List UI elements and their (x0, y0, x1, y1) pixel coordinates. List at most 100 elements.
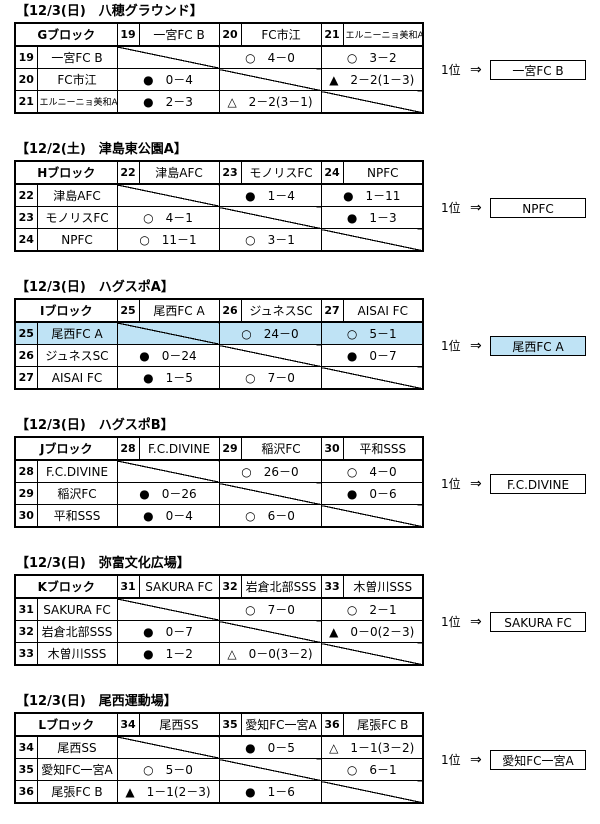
team-name-header: FC市江 (240, 22, 322, 47)
section-title: 【12/2(土) 津島東公園A】 (16, 142, 187, 157)
result-cell: ○ 2－1 (320, 597, 424, 621)
rank-label: 1位 (441, 63, 461, 77)
self-match-cell (320, 780, 424, 804)
team-name: 尾西SS (36, 735, 118, 759)
team-number: 35 (14, 758, 38, 781)
result-cell: ○ 7－0 (218, 366, 322, 390)
team-name-header: 尾西FC A (138, 298, 220, 323)
team-number: 32 (14, 620, 38, 643)
team-name: F.C.DIVINE (36, 459, 118, 483)
result-cell: ○ 6－1 (320, 758, 424, 781)
team-number: 35 (218, 712, 242, 737)
result-cell: ○ 11－1 (116, 228, 220, 252)
team-number: 20 (218, 22, 242, 47)
result-cell: ○ 5－0 (116, 758, 220, 781)
result-cell: ● 1－4 (218, 183, 322, 207)
result-cell: ▲ 1－1(2－3) (116, 780, 220, 804)
team-number: 23 (218, 160, 242, 185)
result-cell: ● 0－7 (116, 620, 220, 643)
team-number: 28 (116, 436, 140, 461)
team-name-header: 木曽川SSS (342, 574, 424, 599)
team-number: 22 (14, 183, 38, 207)
arrow-icon: ⇒ (470, 614, 482, 630)
self-match-cell (116, 321, 220, 345)
result-cell: ● 0－24 (116, 344, 220, 367)
team-name-header: 尾西SS (138, 712, 220, 737)
team-name-header: 岩倉北部SSS (240, 574, 322, 599)
team-number: 21 (320, 22, 344, 47)
result-cell: △ 2－2(3－1) (218, 90, 322, 114)
team-name: 木曽川SSS (36, 642, 118, 666)
section-title: 【12/3(日) 八穂グラウンド】 (16, 4, 203, 19)
self-match-cell (218, 206, 322, 229)
winner-box: 愛知FC一宮A (490, 750, 586, 770)
result-cell: ● 1－3 (320, 206, 424, 229)
section-title: 【12/3(日) 尾西運動場】 (16, 694, 177, 709)
team-name-header: モノリスFC (240, 160, 322, 185)
team-name: 愛知FC一宮A (36, 758, 118, 781)
team-number: 33 (14, 642, 38, 666)
winner-box: SAKURA FC (490, 612, 586, 632)
result-cell: ○ 6－0 (218, 504, 322, 528)
team-name-header: SAKURA FC (138, 574, 220, 599)
arrow-icon: ⇒ (470, 200, 482, 216)
result-cell: ● 0－4 (116, 504, 220, 528)
result-cell: ○ 4－1 (116, 206, 220, 229)
self-match-cell (218, 758, 322, 781)
team-number: 34 (116, 712, 140, 737)
team-number: 22 (116, 160, 140, 185)
block-name: Hブロック (14, 160, 118, 185)
team-name: NPFC (36, 228, 118, 252)
result-cell: ● 1－5 (116, 366, 220, 390)
self-match-cell (218, 620, 322, 643)
arrow-icon: ⇒ (470, 752, 482, 768)
team-number: 28 (14, 459, 38, 483)
team-number: 25 (14, 321, 38, 345)
arrow-icon: ⇒ (470, 476, 482, 492)
winner-box: F.C.DIVINE (490, 474, 586, 494)
team-name: 稲沢FC (36, 482, 118, 505)
result-cell: ○ 4－0 (218, 45, 322, 69)
team-name: FC市江 (36, 68, 118, 91)
result-cell: ● 0－5 (218, 735, 322, 759)
team-name-header: AISAI FC (342, 298, 424, 323)
team-number: 26 (218, 298, 242, 323)
team-number: 21 (14, 90, 38, 114)
team-number: 19 (116, 22, 140, 47)
result-cell: △ 1－1(3－2) (320, 735, 424, 759)
self-match-cell (320, 366, 424, 390)
self-match-cell (116, 183, 220, 207)
self-match-cell (116, 735, 220, 759)
result-cell: ● 1－6 (218, 780, 322, 804)
team-number: 25 (116, 298, 140, 323)
block-name: Kブロック (14, 574, 118, 599)
result-cell: ○ 5－1 (320, 321, 424, 345)
result-cell: ▲ 2－2(1－3) (320, 68, 424, 91)
team-name: 平和SSS (36, 504, 118, 528)
block-name: Gブロック (14, 22, 118, 47)
result-cell: ○ 24－0 (218, 321, 322, 345)
result-cell: ● 1－2 (116, 642, 220, 666)
self-match-cell (320, 90, 424, 114)
arrow-icon: ⇒ (470, 338, 482, 354)
team-name-header: 愛知FC一宮A (240, 712, 322, 737)
self-match-cell (116, 45, 220, 69)
team-number: 29 (218, 436, 242, 461)
rank-label: 1位 (441, 753, 461, 767)
arrow-icon: ⇒ (470, 62, 482, 78)
result-cell: ○ 3－2 (320, 45, 424, 69)
result-cell: ○ 3－1 (218, 228, 322, 252)
section-title: 【12/3(日) ハグスポB】 (16, 418, 174, 433)
section-title: 【12/3(日) 弥富文化広場】 (16, 556, 190, 571)
